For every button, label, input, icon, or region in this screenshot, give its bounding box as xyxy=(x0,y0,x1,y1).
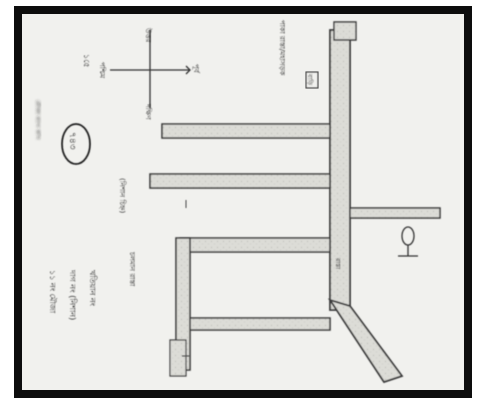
horizontal-road-4 xyxy=(179,317,331,331)
bottom-vertical-label: চলমান রাস্তা xyxy=(128,251,136,287)
compass-south-label: দক্ষিণ xyxy=(144,103,152,120)
well-icon xyxy=(398,226,418,257)
note-line-1: ১১ নং মৌজা xyxy=(48,270,57,314)
bottom-left-stub xyxy=(169,339,187,377)
left-vertical-road xyxy=(175,237,191,371)
top-right-vertical-text: পাকা রাস্তা/মহাসড়ক xyxy=(278,20,286,75)
note-line-3: খতিয়ান নং xyxy=(88,270,97,307)
road-top-extension xyxy=(333,21,357,41)
compass-east-label: পূর্ব xyxy=(192,64,200,74)
compass-north-label: উত্তর xyxy=(144,27,153,42)
horizontal-road-3 xyxy=(179,237,331,253)
circled-number: ৭৪৩ xyxy=(67,132,77,150)
horizontal-road-2 xyxy=(149,173,331,189)
north-arrow-icon xyxy=(110,30,191,108)
branch-road-right xyxy=(349,207,441,219)
compass-west-label: পশ্চিম xyxy=(98,62,106,78)
note-block: ১১ নং মৌজা দাগ নং (নিশান) খতিয়ান নং (নি… xyxy=(48,178,126,320)
horizontal-road-1 xyxy=(161,123,331,139)
road-label-middle: রাস্তা xyxy=(334,257,341,269)
house-label: বাড়ি xyxy=(306,73,313,86)
scale-label: ১৫ে xyxy=(82,54,91,68)
left-edge-text: মৌজা ম্যাপ কপি xyxy=(34,100,41,140)
diagonal-road xyxy=(327,298,404,384)
circled-label-icon: ৭৪৩ xyxy=(61,123,91,165)
small-house-icon: বাড়ি xyxy=(305,71,319,89)
note-line-2: দাগ নং (নিশান) xyxy=(68,269,77,320)
note-line-4: (নিশান চিহ্ন) xyxy=(118,178,126,213)
